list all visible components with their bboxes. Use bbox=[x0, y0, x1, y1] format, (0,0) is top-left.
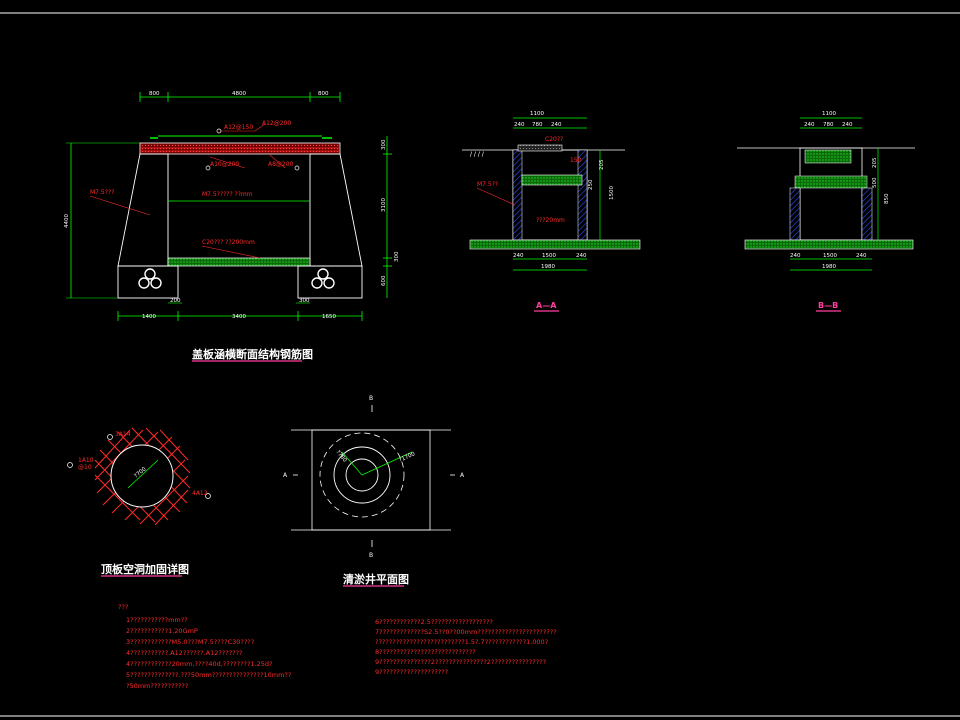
aa-label-c20: C20?? bbox=[545, 136, 563, 143]
notes-right: 6????????????2.5?????????????????? 7????… bbox=[375, 618, 557, 676]
note-right-2: 7?????????????S2.5??0??00mm?????????????… bbox=[375, 628, 557, 636]
aa-bottom-2: 1500 bbox=[542, 253, 556, 259]
note-left-7: ?50mm??????????? bbox=[126, 682, 188, 690]
notes-left: ??? 1???????????mm?? 2???????????1.20GmP… bbox=[118, 603, 291, 690]
section-bb-title: B—B bbox=[818, 301, 838, 310]
section-aa-drawing: 1100 240 780 240 / / / / 205 250 1500 C2… bbox=[462, 111, 641, 312]
note-left-3: 3????????????M5.0???M7.5????C30???? bbox=[126, 638, 254, 646]
aa-bottom-4: 1980 bbox=[541, 264, 555, 270]
rebar-label-3: A10@200 bbox=[210, 161, 239, 168]
rebar-label-1: A12@150 bbox=[224, 124, 253, 131]
well-marker-a-right: A bbox=[460, 472, 465, 479]
dim-right-4: 600 bbox=[381, 275, 387, 286]
dim-bottom-1: 1400 bbox=[142, 314, 156, 320]
aa-right-1: 205 bbox=[599, 159, 605, 170]
dim-bottom-2: 3400 bbox=[232, 314, 246, 320]
bb-top-4: 240 bbox=[842, 122, 853, 128]
section-aa-title: A—A bbox=[536, 301, 557, 310]
well-dim-2: ?1700 bbox=[398, 451, 416, 464]
note-left-5: 4????????????20mm,????40d,????????1.25d? bbox=[126, 660, 272, 668]
note-right-6: 9???????????????????? bbox=[375, 668, 448, 676]
aa-label-20mm: ???20mm bbox=[536, 217, 565, 224]
section-bb-drawing: 1100 240 780 240 205 500 850 240 1500 24… bbox=[737, 111, 915, 312]
bb-bottom-4: 1980 bbox=[822, 264, 836, 270]
dim-right-3: 300 bbox=[394, 251, 400, 262]
dim-top-1: 800 bbox=[149, 91, 160, 97]
material-label-concrete: C20??? ??200mm bbox=[202, 239, 255, 246]
note-right-3: ??????????????????????????1.5?.7????????… bbox=[375, 638, 548, 646]
well-plan-drawing: ?780 ?1700 A A B B 清淤井平面图 bbox=[283, 395, 465, 587]
dim-left-height: 4400 bbox=[64, 214, 70, 228]
bb-bottom-3: 240 bbox=[856, 253, 867, 259]
note-left-6: 5??????????????.???50mm???????????????10… bbox=[126, 671, 291, 679]
opening-detail-title: 顶板空洞加固详图 bbox=[101, 562, 189, 576]
dim-right-2: 3100 bbox=[381, 198, 387, 212]
well-marker-a-left: A bbox=[283, 472, 288, 479]
cross-section-title: 盖板涵横断面结构钢筋图 bbox=[192, 347, 313, 361]
aa-right-3: 1500 bbox=[609, 186, 615, 200]
opening-label-1: 3A14 bbox=[115, 431, 131, 438]
dim-bottom-3: 1650 bbox=[322, 314, 336, 320]
notes-heading: ??? bbox=[118, 603, 128, 611]
dim-right-1: 300 bbox=[381, 139, 387, 150]
bb-top-3: 780 bbox=[823, 122, 834, 128]
note-left-1: 1???????????mm?? bbox=[126, 616, 188, 624]
dim-top-3: 800 bbox=[318, 91, 329, 97]
bb-right-1: 205 bbox=[872, 157, 878, 168]
opening-detail-drawing: ?700 3A14 1A10 @10 4A12 顶板空洞加固详图 bbox=[67, 427, 211, 577]
aa-top-1: 1100 bbox=[530, 111, 544, 117]
rebar-label-4: A8@200 bbox=[268, 161, 294, 168]
bb-top-2: 240 bbox=[804, 122, 815, 128]
note-left-4: 4???????????.A12??????.A12??????? bbox=[126, 649, 243, 657]
bb-bottom-2: 1500 bbox=[823, 253, 837, 259]
material-label-mortar: M7.5????? ??mm bbox=[202, 191, 253, 198]
aa-top-2: 240 bbox=[514, 122, 525, 128]
cross-section-drawing: 800 4800 800 4400 300 bbox=[64, 91, 400, 362]
aa-bottom-3: 240 bbox=[576, 253, 587, 259]
well-marker-b-bottom: B bbox=[369, 552, 373, 559]
note-right-5: 9???????????????2???????????????2???????… bbox=[375, 658, 546, 666]
material-label-wall: M7.5??? bbox=[90, 189, 114, 196]
dim-top-2: 4800 bbox=[232, 91, 246, 97]
dim-foot-2: 300 bbox=[299, 298, 310, 304]
bb-right-3: 850 bbox=[884, 193, 890, 204]
note-right-1: 6????????????2.5?????????????????? bbox=[375, 618, 493, 626]
well-plan-title: 清淤井平面图 bbox=[343, 572, 409, 586]
dim-foot-1: 200 bbox=[170, 298, 181, 304]
note-right-4: 8???????????????????????????? bbox=[375, 648, 476, 656]
aa-label-150: 150 bbox=[570, 157, 582, 164]
bb-right-2: 500 bbox=[872, 177, 878, 188]
note-left-2: 2???????????1.20GmP bbox=[126, 627, 198, 635]
opening-label-3: @10 bbox=[78, 464, 92, 471]
bb-bottom-1: 240 bbox=[790, 253, 801, 259]
aa-label-m75: M7.5?? bbox=[477, 181, 498, 188]
aa-top-4: 240 bbox=[551, 122, 562, 128]
rebar-label-2: A12@200 bbox=[262, 120, 291, 127]
opening-label-2: 1A10 bbox=[78, 457, 94, 464]
bb-top-1: 1100 bbox=[822, 111, 836, 117]
opening-label-4: 4A12 bbox=[192, 490, 208, 497]
svg-text:/ / / /: / / / / bbox=[470, 151, 485, 158]
well-marker-b-top: B bbox=[369, 395, 373, 402]
aa-bottom-1: 240 bbox=[513, 253, 524, 259]
aa-right-2: 250 bbox=[588, 179, 594, 190]
aa-top-3: 780 bbox=[532, 122, 543, 128]
